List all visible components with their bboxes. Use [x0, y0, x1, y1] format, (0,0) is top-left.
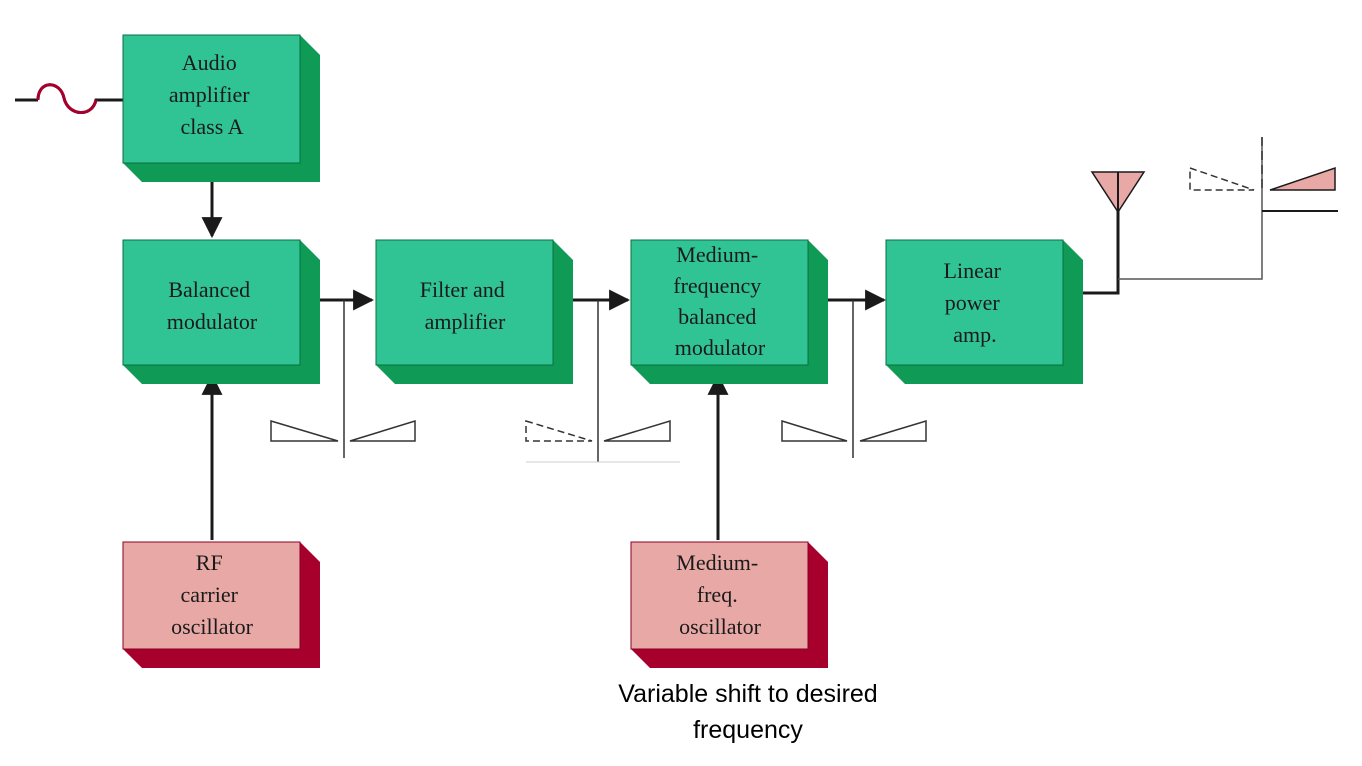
audio-input-waveform	[15, 83, 124, 114]
svg-text:Filter and amplifier: Filter and amplifier	[420, 277, 510, 334]
caption-line-2: frequency	[693, 716, 803, 744]
output-line	[1118, 137, 1263, 280]
rf-osc-line-2: carrier	[181, 582, 239, 607]
power-amp-line-3: amp.	[953, 322, 996, 347]
audio-amplifier-block: Audio amplifier class A	[122, 34, 320, 182]
balanced-modulator-block: Balanced modulator	[122, 239, 320, 384]
power-amp-to-antenna-line	[1072, 205, 1120, 295]
audio-amp-line-2: amplifier	[169, 82, 250, 107]
balanced-mod-line-1: Balanced	[168, 277, 250, 302]
output-spectrum	[1189, 137, 1338, 212]
connectors	[201, 172, 1120, 540]
filter-amplifier-block: Filter and amplifier	[375, 239, 573, 384]
svg-text:Linear power amp.: Linear power amp.	[944, 258, 1007, 347]
power-amp-line-1: Linear	[944, 258, 1002, 283]
svg-text:Medium- frequency: Medium- frequency balanced modulator	[673, 242, 766, 360]
rf-carrier-oscillator-block: RF carrier oscillator	[122, 541, 320, 668]
medium-mod-line-2: frequency	[673, 273, 761, 298]
balanced-mod-line-2: modulator	[167, 309, 258, 334]
medium-mod-line-1: Medium-	[676, 242, 758, 267]
spectrum-after-medium-mod	[781, 300, 927, 458]
filter-amp-line-1: Filter and	[420, 277, 505, 302]
medium-mod-line-3: balanced	[678, 304, 756, 329]
caption-line-1: Variable shift to desired	[618, 680, 878, 708]
svg-text:Balanced modulator: Balanced modulator	[167, 277, 258, 334]
rf-osc-line-3: oscillator	[171, 614, 254, 639]
spectrum-after-filter	[525, 300, 680, 463]
medium-frequency-oscillator-block: Medium- freq. oscillator	[630, 541, 828, 668]
medium-osc-line-2: freq.	[697, 582, 738, 607]
medium-mod-line-4: modulator	[675, 335, 766, 360]
svg-text:RF carrier oscilla: RF carrier oscillator	[171, 550, 254, 639]
medium-osc-line-3: oscillator	[679, 614, 762, 639]
medium-frequency-modulator-block: Medium- frequency balanced modulator	[630, 239, 828, 384]
rf-osc-line-1: RF	[196, 550, 223, 575]
medium-osc-line-1: Medium-	[676, 550, 758, 575]
antenna-icon	[1090, 171, 1146, 214]
filter-amp-line-2: amplifier	[425, 309, 506, 334]
spectrum-after-modulator	[270, 300, 416, 458]
linear-power-amp-block: Linear power amp.	[885, 239, 1083, 384]
frequency-shift-caption: Variable shift to desired frequency	[548, 676, 948, 748]
power-amp-line-2: power	[945, 290, 1001, 315]
audio-amp-line-1: Audio	[182, 50, 237, 75]
svg-text:Audio amplifier cl: Audio amplifier class A	[169, 50, 255, 139]
audio-amp-line-3: class A	[181, 114, 244, 139]
svg-text:Medium- freq. osci: Medium- freq. oscillator	[676, 550, 763, 639]
